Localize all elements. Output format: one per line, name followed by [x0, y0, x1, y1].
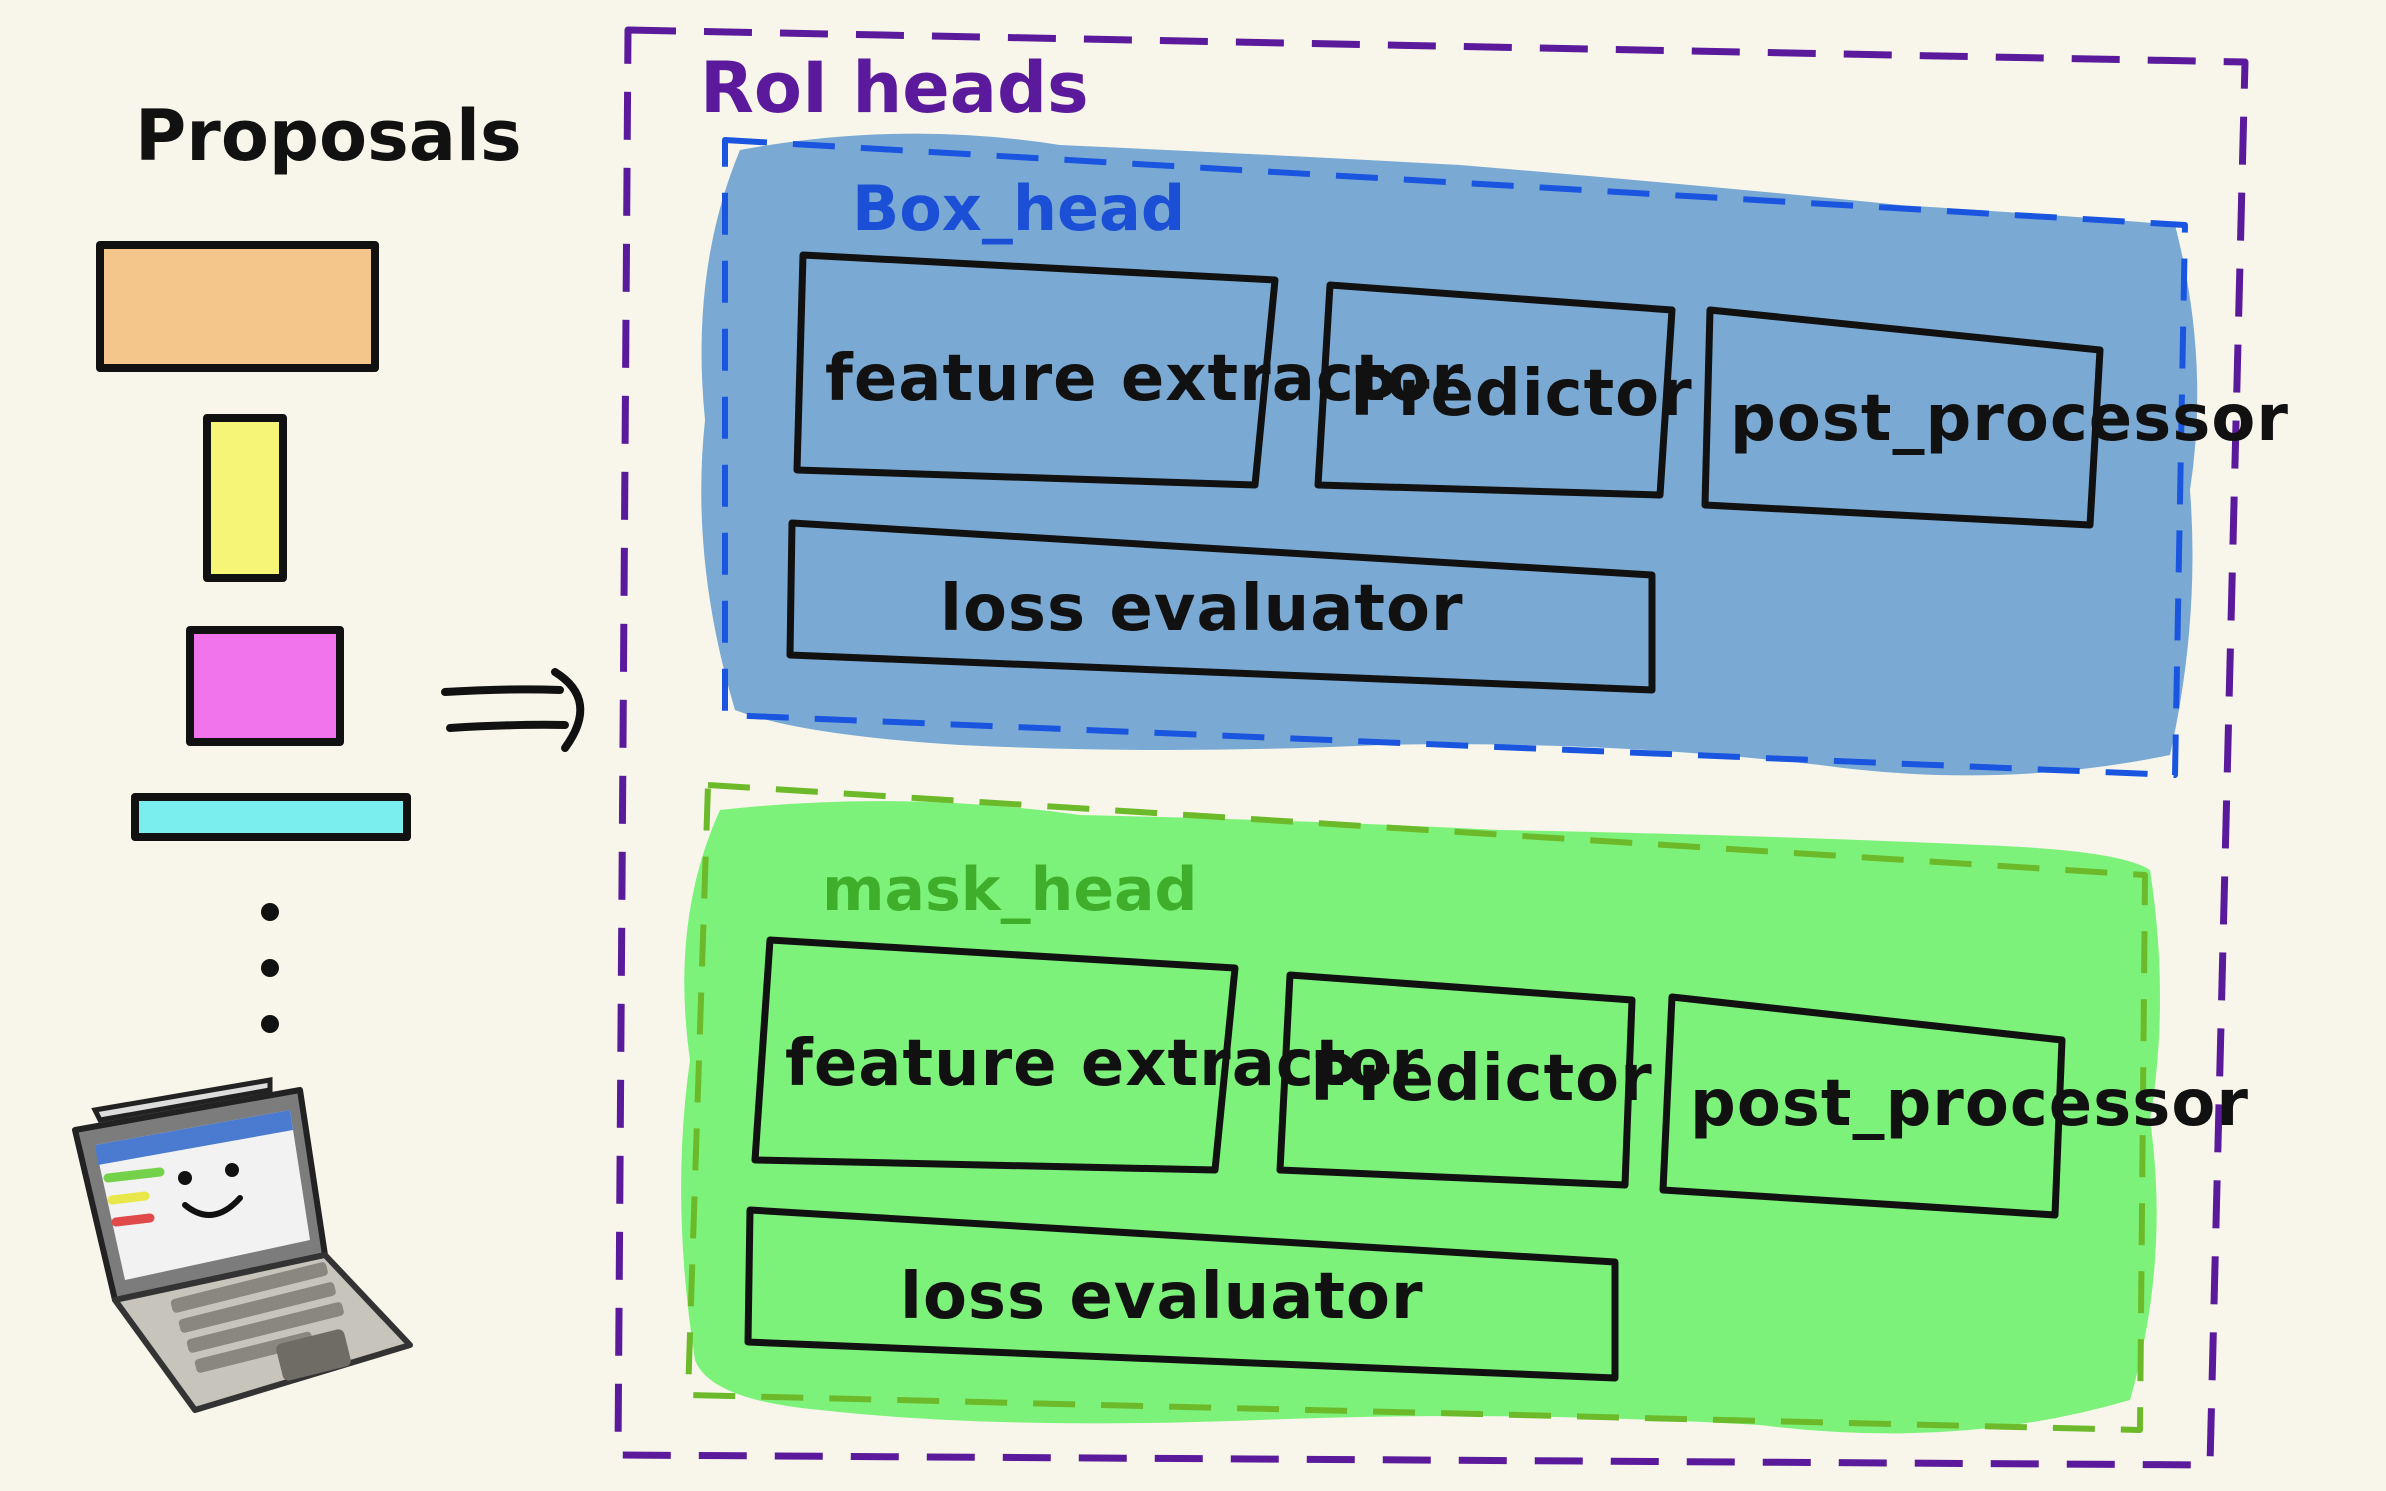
- proposal-boxes: [96, 241, 411, 841]
- proposal-box-cyan: [131, 793, 411, 841]
- box-head-background: [701, 133, 2198, 776]
- box-post-processor-box: [1701, 306, 2104, 529]
- ellipsis-dot: [261, 1015, 279, 1033]
- mask-post-processor-label: post_processor: [1690, 1067, 2249, 1141]
- smiling-laptop-icon: [72, 1077, 413, 1413]
- box-feature-extractor-box: [793, 251, 1279, 489]
- box-head-title: Box_head: [852, 172, 1185, 245]
- mask-feature-extractor-box: [751, 936, 1239, 1174]
- mask-feature-extractor-label: feature extractor: [785, 1027, 1424, 1101]
- proposal-box-orange: [96, 241, 379, 372]
- mask-head-border: [685, 782, 2148, 1433]
- ellipsis-dots: [261, 903, 279, 1033]
- ellipsis-dot: [261, 959, 279, 977]
- proposal-box-pink: [186, 626, 344, 746]
- mask-loss-evaluator-label: loss evaluator: [900, 1260, 1424, 1334]
- box-head-group: Box_head feature extractor Predictor pos…: [701, 133, 2289, 778]
- double-arrow-icon: [441, 668, 585, 752]
- box-post-processor-label: post_processor: [1730, 382, 2289, 456]
- mask-head-group: mask_head feature extractor Predictor po…: [681, 782, 2249, 1434]
- box-predictor-label: Predictor: [1350, 357, 1693, 431]
- mask-predictor-label: Predictor: [1310, 1042, 1653, 1116]
- box-loss-evaluator-label: loss evaluator: [940, 572, 1464, 646]
- roi-heads-container: [614, 26, 2249, 1469]
- box-loss-evaluator-box: [786, 519, 1656, 694]
- box-predictor-box: [1314, 281, 1676, 499]
- mask-post-processor-box: [1659, 993, 2066, 1219]
- mask-predictor-box: [1276, 971, 1636, 1189]
- proposals-title: Proposals: [135, 95, 522, 177]
- ellipsis-dot: [261, 903, 279, 921]
- mask-loss-evaluator-box: [744, 1206, 1619, 1382]
- proposal-box-yellow: [203, 414, 287, 582]
- roi-heads-title: RoI heads: [700, 47, 1089, 129]
- box-feature-extractor-label: feature extractor: [825, 342, 1464, 416]
- box-head-border: [722, 137, 2188, 778]
- mask-head-title: mask_head: [822, 855, 1197, 925]
